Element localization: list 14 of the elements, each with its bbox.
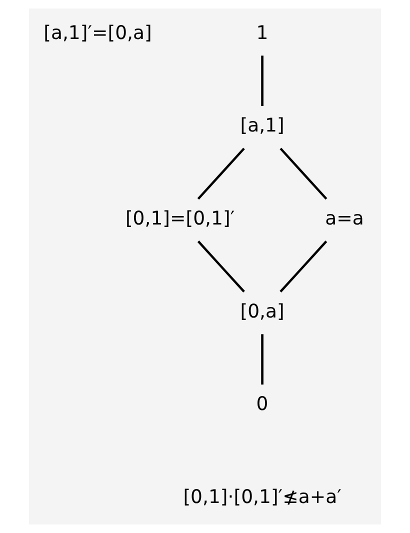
node-text: [0,1]=[0,1]′ <box>125 208 235 230</box>
connector <box>197 240 245 293</box>
node-text: 0 <box>256 394 268 416</box>
connector <box>197 148 245 200</box>
connector <box>280 148 328 200</box>
node-text: [0,a] <box>240 301 284 322</box>
node-text: a=a <box>325 208 364 230</box>
label: [0,1]·[0,1]′≰a+a′ <box>183 487 342 508</box>
node-text: 1 <box>256 22 268 44</box>
connector <box>261 334 264 385</box>
label: [a,1]′=[0,a] <box>44 22 152 44</box>
connector <box>280 240 328 293</box>
connector <box>261 56 264 106</box>
node-text: [a,1] <box>240 116 284 137</box>
